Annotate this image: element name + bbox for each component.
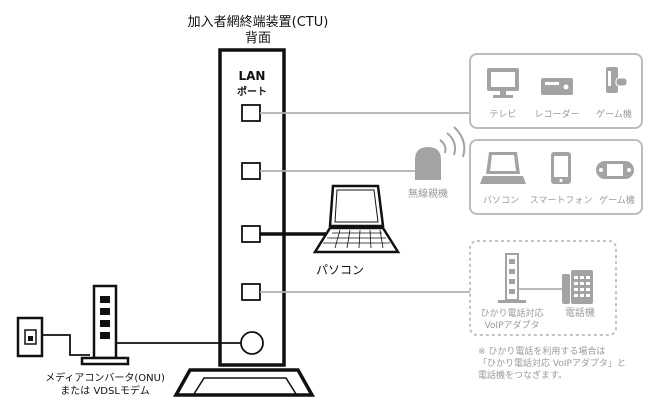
- device-label-game-console: ゲーム機: [596, 108, 632, 120]
- wireless-router-label: 無線親機: [408, 187, 448, 200]
- laptop-wired: パソコン: [312, 184, 401, 277]
- wall-outlet: [16, 316, 44, 358]
- wan-port[interactable]: [240, 331, 264, 355]
- lan-port-4[interactable]: [241, 283, 261, 301]
- device-label-recorder: レコーダー: [534, 108, 579, 120]
- device-group-av: テレビ レコーダー ゲーム機: [469, 53, 643, 129]
- lan-port-3[interactable]: [241, 225, 261, 243]
- note-line2: 「ひかり電話対応 VoIPアダプタ」と: [478, 357, 626, 369]
- voip-adapter-icon: [498, 253, 526, 303]
- game-console-icon: [606, 67, 628, 93]
- note-line3: 電話機をつなぎます。: [478, 369, 567, 381]
- recorder-icon: [541, 78, 573, 95]
- lan-port-label-line2: ポート: [237, 85, 267, 98]
- onu-label-line2: または VDSLモデム: [60, 384, 149, 397]
- laptop-icon: [312, 184, 401, 254]
- wireless-router-icon: [415, 147, 441, 180]
- onu-device: メディアコンバータ(ONU) または VDSLモデム: [45, 284, 165, 397]
- onu-label-line1: メディアコンバータ(ONU): [45, 371, 165, 384]
- smartphone-icon: [551, 152, 571, 184]
- telephone-icon: [562, 270, 593, 304]
- device-label-smartphone: スマートフォン: [530, 196, 593, 206]
- device-label-tv: テレビ: [489, 109, 516, 120]
- lan-port-2[interactable]: [241, 162, 261, 180]
- onu-icon: [80, 284, 130, 366]
- device-label-pc: パソコン: [483, 195, 519, 206]
- title-line1: 加入者網終端装置(CTU): [188, 14, 329, 30]
- voip-adapter-label-line2: VoIPアダプタ: [484, 319, 539, 331]
- note-line1: ※ ひかり電話を利用する場合は: [478, 345, 605, 357]
- laptop-small-icon: [480, 152, 526, 184]
- ctu-device: LAN ポート: [173, 48, 315, 397]
- telephone-label: 電話機: [565, 306, 595, 319]
- cable-onu-to-wall: [42, 334, 90, 356]
- device-group-wireless: パソコン スマートフォン ゲーム機: [469, 139, 643, 215]
- tv-icon: [487, 68, 519, 98]
- voip-adapter-group: ひかり電話対応 VoIPアダプタ 電話機: [469, 240, 617, 336]
- title-line2: 背面: [245, 31, 271, 46]
- lan-port-1[interactable]: [241, 104, 261, 122]
- voip-adapter-label-line1: ひかり電話対応: [480, 307, 543, 319]
- laptop-label: パソコン: [316, 263, 364, 277]
- device-label-handheld-game: ゲーム機: [599, 194, 635, 206]
- handheld-game-icon: [596, 161, 634, 179]
- lan-port-label-line1: LAN: [239, 69, 266, 83]
- wireless-router: 無線親機: [408, 126, 466, 200]
